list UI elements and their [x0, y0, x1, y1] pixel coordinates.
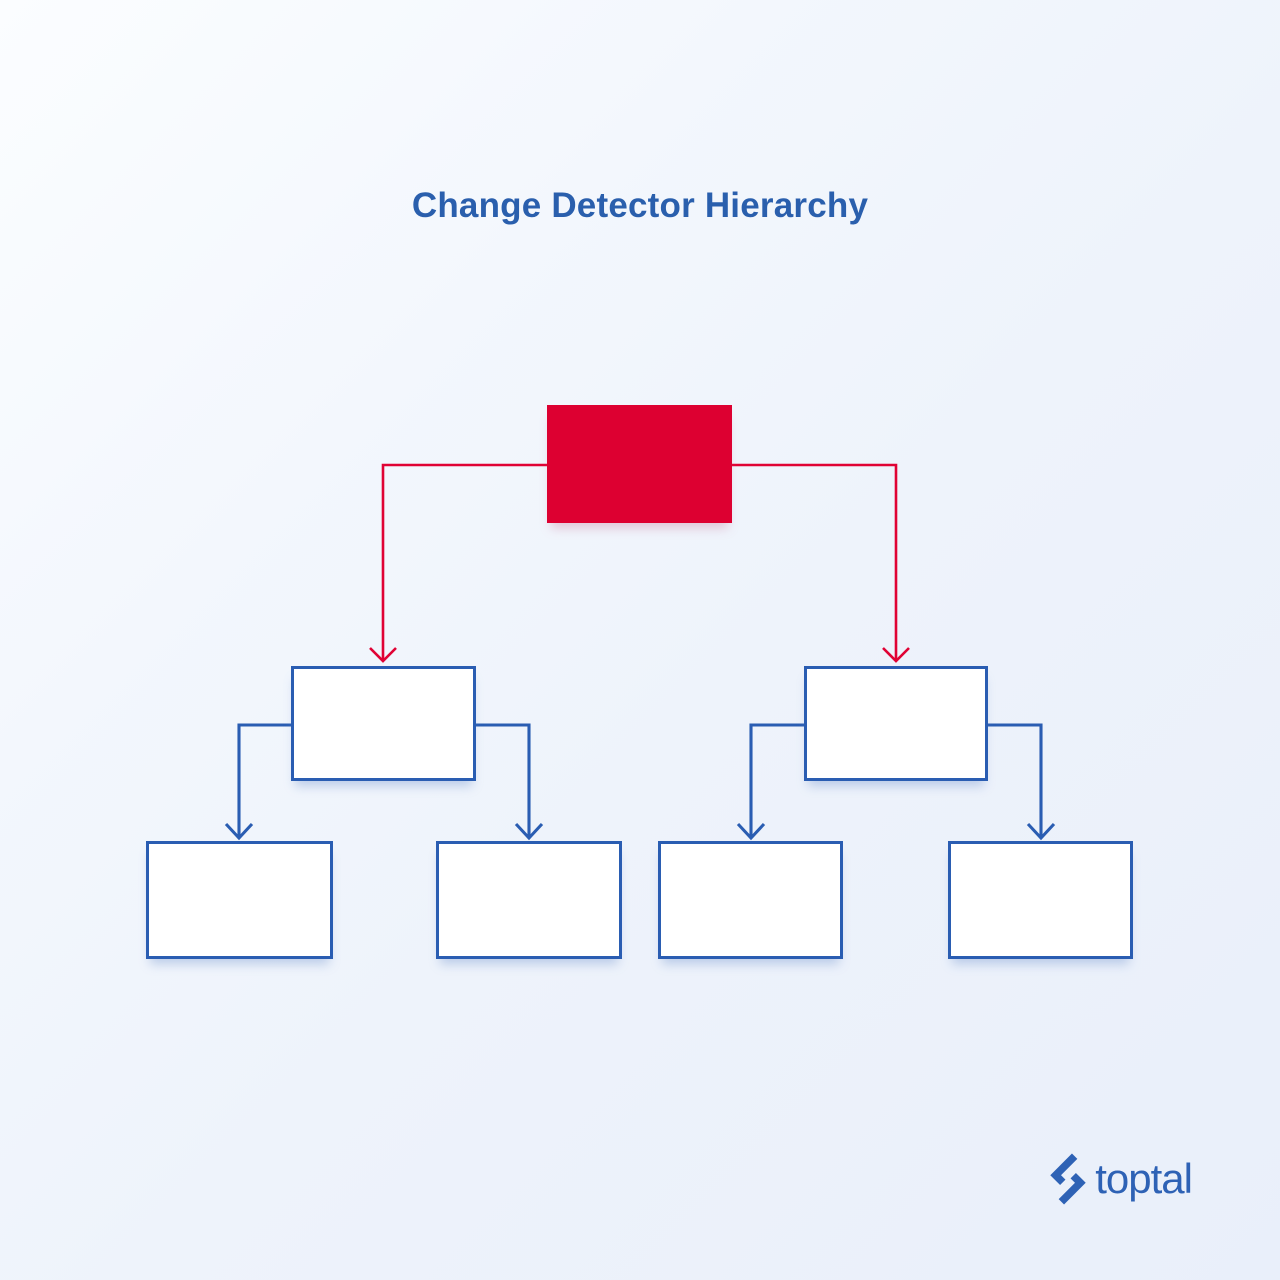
root-node — [547, 405, 732, 523]
edge-root-to-mid-left — [381, 463, 547, 660]
edge-root-to-mid-right — [732, 463, 898, 660]
edge-mid-right-to-leaf-3 — [749, 723, 804, 837]
leaf-node-2 — [436, 841, 622, 959]
mid-left-node — [291, 666, 476, 781]
arrowhead-blue-1 — [224, 822, 254, 841]
toptal-wordmark: toptal — [1095, 1155, 1193, 1202]
arrowhead-red-right — [882, 647, 910, 663]
edge-mid-left-to-leaf-1 — [237, 723, 291, 837]
arrowhead-blue-3 — [736, 822, 766, 841]
edge-mid-right-to-leaf-4 — [988, 723, 1043, 837]
toptal-logo: toptal — [1049, 1150, 1193, 1208]
arrowhead-blue-4 — [1026, 822, 1056, 841]
leaf-node-3 — [658, 841, 843, 959]
leaf-node-1 — [146, 841, 333, 959]
toptal-mark-icon — [1049, 1150, 1087, 1208]
diagram-title: Change Detector Hierarchy — [411, 186, 869, 225]
edge-mid-left-to-leaf-2 — [476, 723, 531, 837]
mid-right-node — [804, 666, 988, 781]
arrowhead-red-left — [369, 647, 397, 663]
arrowhead-blue-2 — [514, 822, 544, 841]
leaf-node-4 — [948, 841, 1133, 959]
